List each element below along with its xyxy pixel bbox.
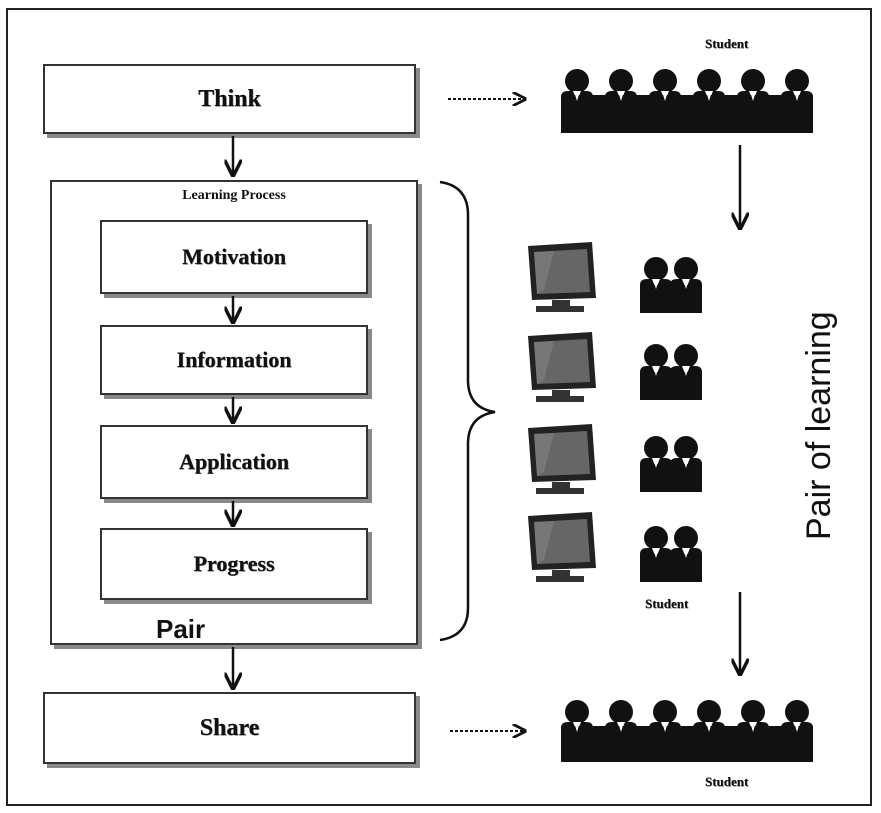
student-label-middle: Student (645, 596, 689, 611)
pair-of-learning-text: Pair of learning (800, 311, 838, 540)
stage-information: Information (100, 325, 368, 395)
student-group-top (561, 69, 813, 133)
learning-process-title: Learning Process (182, 188, 286, 203)
stage-motivation: Motivation (100, 220, 368, 294)
diagram-frame (6, 8, 872, 806)
pair-row-2 (528, 332, 702, 402)
pair-of-learning-svg: Pair of learning (800, 311, 838, 540)
pair-row-1 (528, 242, 702, 313)
share-box: Share (43, 692, 416, 764)
student-label-top: Student (705, 36, 749, 51)
curly-brace (439, 180, 496, 642)
stage-information-label: Information (176, 347, 292, 372)
stage-application-label: Application (178, 449, 290, 474)
think-box: Think (43, 64, 416, 134)
stage-progress: Progress (100, 528, 368, 600)
think-label: Think (198, 85, 261, 112)
pair-label: Pair (156, 614, 206, 644)
stage-application: Application (100, 425, 368, 499)
stage-progress-label: Progress (193, 551, 275, 576)
pair-row-3 (528, 424, 702, 494)
pair-row-4 (528, 512, 702, 582)
pair-of-learning-label: Pair of learning (762, 260, 872, 560)
student-group-bottom (561, 700, 813, 762)
student-label-bottom: Student (705, 774, 749, 789)
share-label: Share (199, 714, 260, 741)
stage-motivation-label: Motivation (182, 244, 286, 269)
